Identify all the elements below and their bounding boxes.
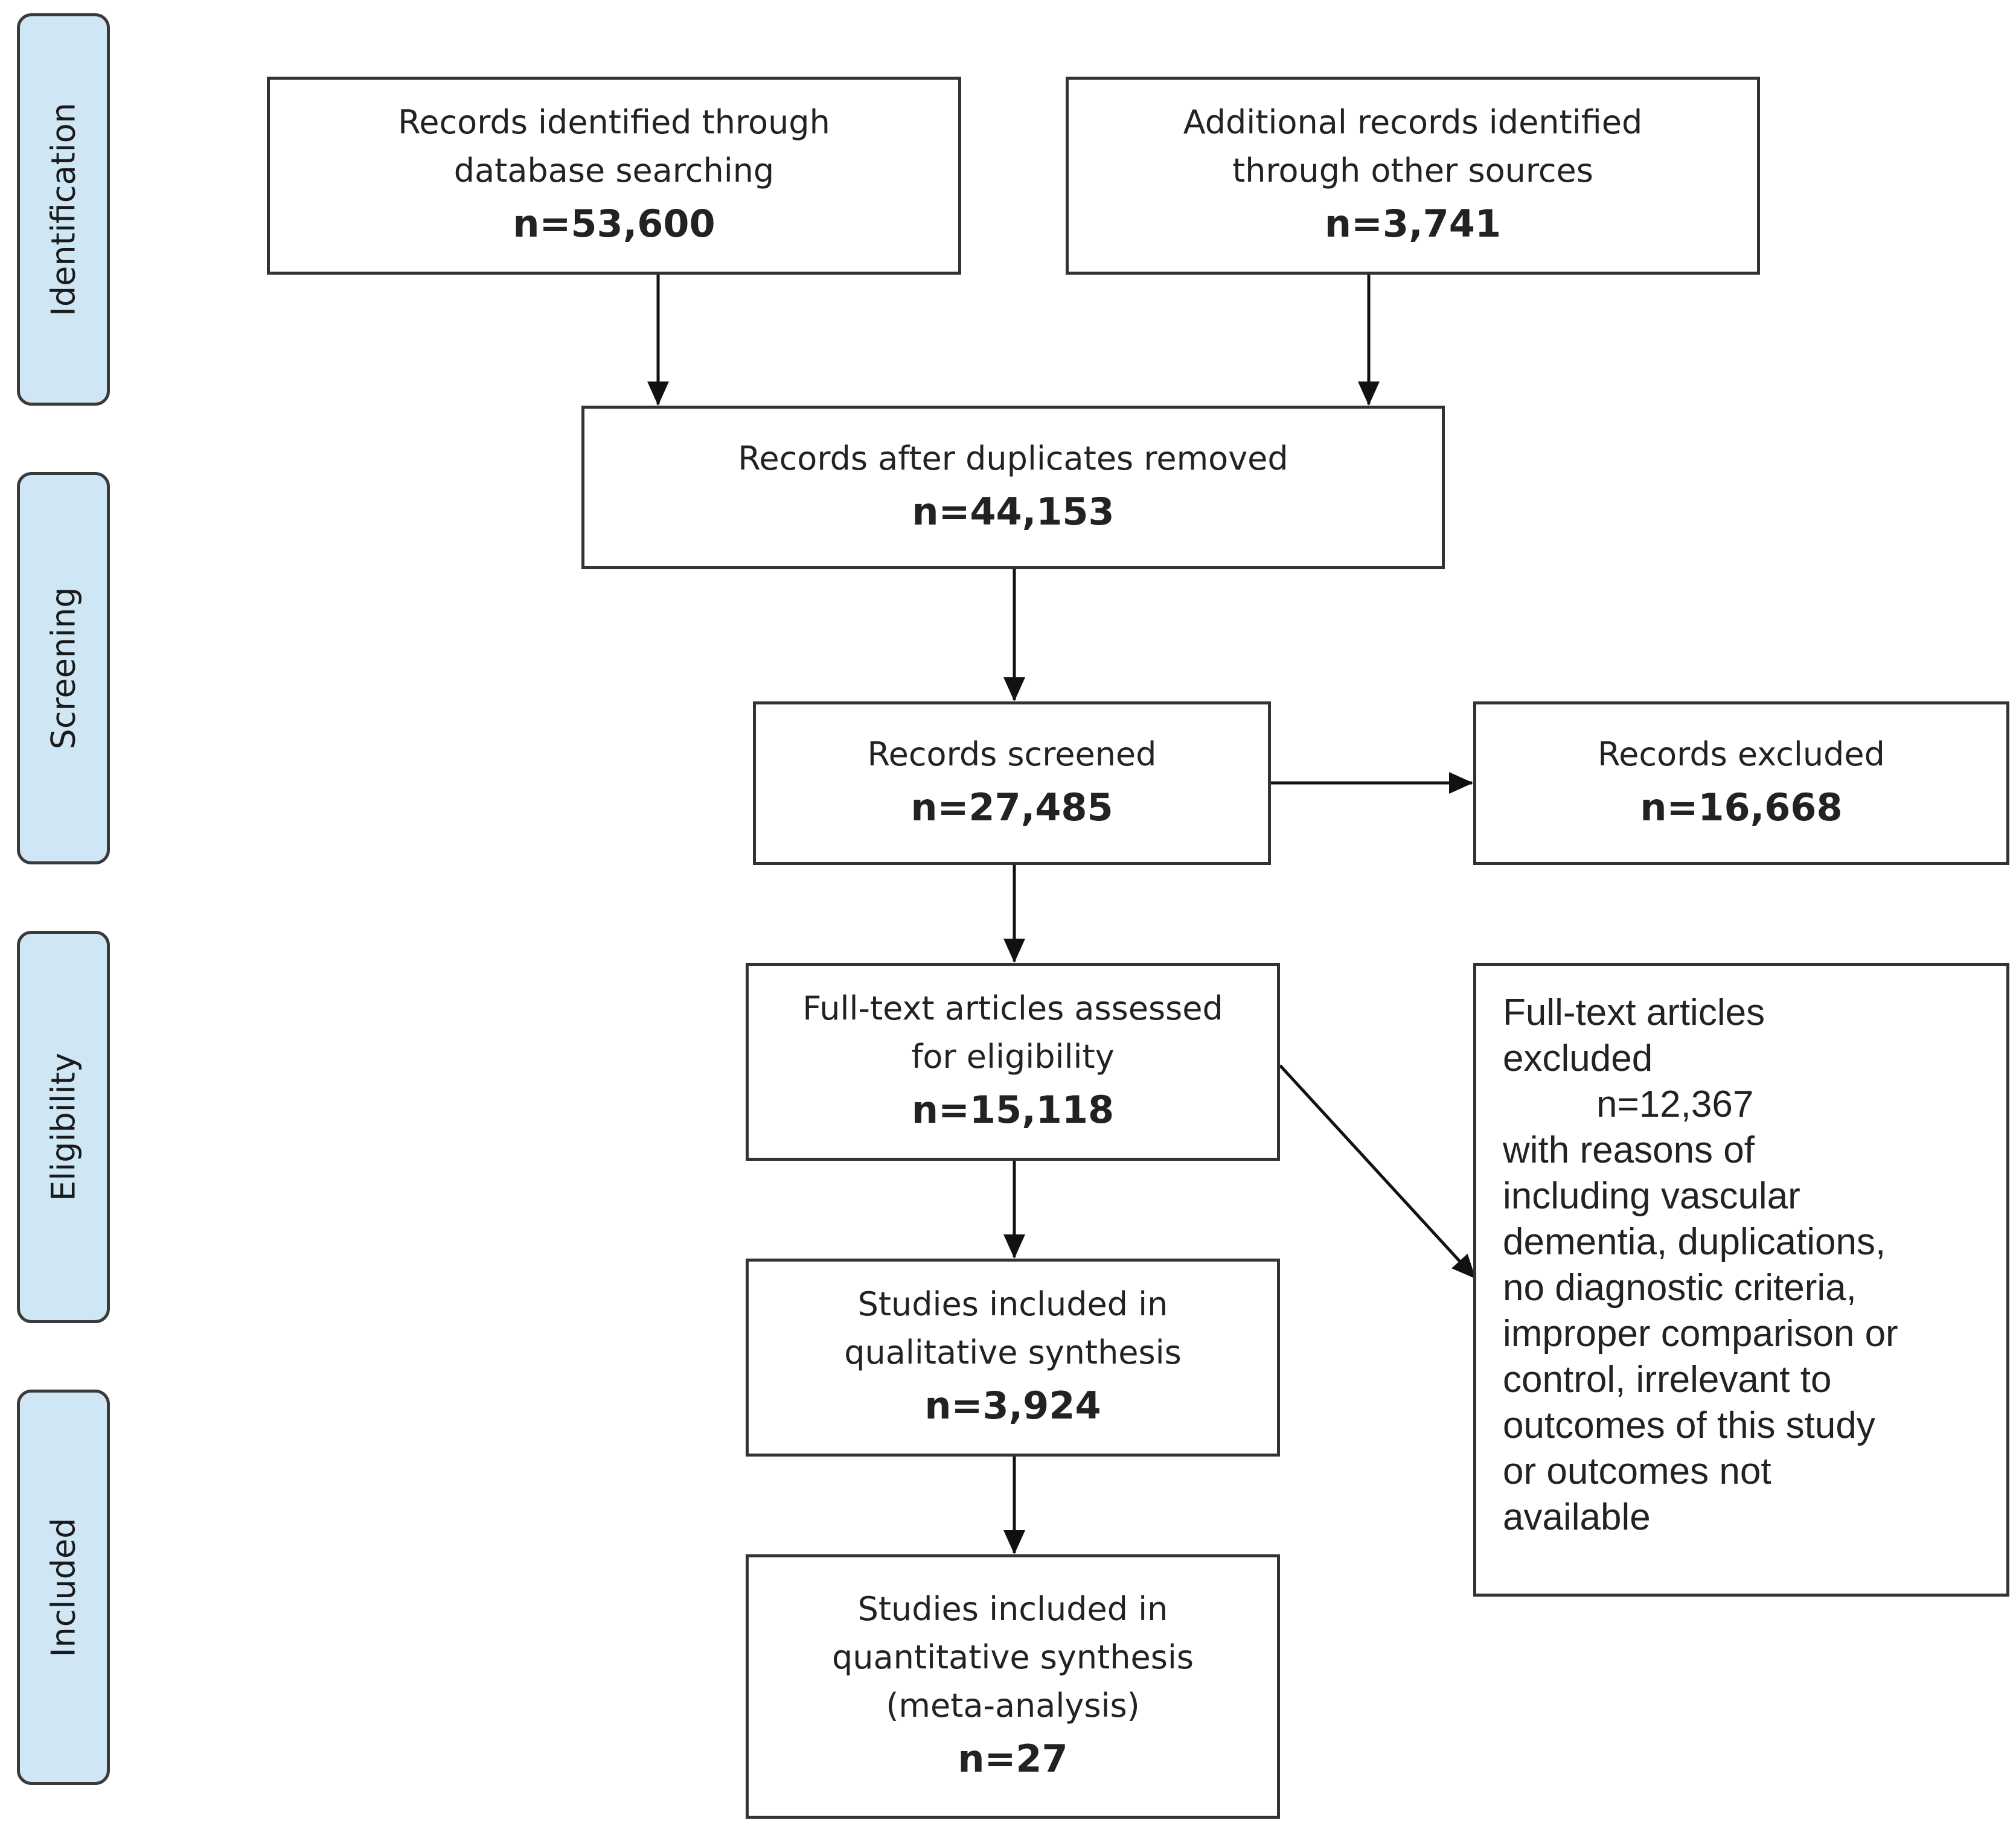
after-duplicates-label: Records after duplicates removed bbox=[738, 439, 1288, 477]
box-database-records: Records identified through database sear… bbox=[267, 77, 961, 275]
fulltext-excluded-label-line2: excluded bbox=[1503, 1038, 1653, 1079]
exclusion-reason-line: including vascular bbox=[1503, 1175, 1800, 1217]
quantitative-label-line1: Studies included in bbox=[857, 1590, 1168, 1628]
exclusion-reason-line: or outcomes not bbox=[1503, 1451, 1771, 1492]
qualitative-label-line1: Studies included in bbox=[857, 1285, 1168, 1323]
database-label-line2: database searching bbox=[453, 152, 775, 190]
other-sources-label-line1: Additional records identified bbox=[1183, 103, 1643, 141]
quantitative-count: n=27 bbox=[958, 1737, 1068, 1781]
stage-screening: Screening bbox=[17, 472, 110, 864]
box-fulltext-assessed: Full-text articles assessed for eligibil… bbox=[746, 963, 1280, 1161]
box-other-sources: Additional records identified through ot… bbox=[1066, 77, 1760, 275]
box-records-excluded: Records excluded n=16,668 bbox=[1473, 701, 2009, 865]
fulltext-assessed-label-line2: for eligibility bbox=[911, 1038, 1115, 1076]
exclusion-reason-line: available bbox=[1503, 1496, 1651, 1538]
exclusion-reason-line: no diagnostic criteria, bbox=[1503, 1267, 1857, 1309]
arrow-fulltext-to-fulltext-excluded bbox=[1279, 1064, 1476, 1279]
fulltext-excluded-label-line1: Full-text articles bbox=[1503, 992, 1765, 1033]
fulltext-assessed-count: n=15,118 bbox=[911, 1088, 1115, 1132]
exclusion-reason-line: dementia, duplications, bbox=[1503, 1221, 1886, 1263]
exclusion-reason-line: with reasons of bbox=[1503, 1129, 1755, 1171]
fulltext-assessed-label-line1: Full-text articles assessed bbox=[802, 989, 1223, 1027]
other-sources-label-line2: through other sources bbox=[1232, 152, 1593, 190]
box-qualitative-synthesis: Studies included in qualitative synthesi… bbox=[746, 1259, 1280, 1457]
stage-eligibility-label: Eligibility bbox=[44, 1053, 83, 1201]
qualitative-label-line2: qualitative synthesis bbox=[844, 1333, 1182, 1371]
box-after-duplicates: Records after duplicates removed n=44,15… bbox=[581, 406, 1445, 569]
exclusion-reason-line: outcomes of this study bbox=[1503, 1405, 1875, 1446]
stage-screening-label: Screening bbox=[44, 587, 83, 750]
fulltext-excluded-count: n=12,367 bbox=[1596, 1084, 1754, 1125]
qualitative-count: n=3,924 bbox=[924, 1384, 1101, 1428]
stage-identification-label: Identification bbox=[44, 102, 83, 317]
stage-eligibility: Eligibility bbox=[17, 931, 110, 1323]
screened-label: Records screened bbox=[867, 735, 1157, 773]
records-excluded-label: Records excluded bbox=[1598, 735, 1885, 773]
exclusion-reason-line: improper comparison or bbox=[1503, 1313, 1898, 1355]
screened-count: n=27,485 bbox=[910, 785, 1113, 829]
exclusion-reason-line: control, irrelevant to bbox=[1503, 1359, 1832, 1400]
stage-included: Included bbox=[17, 1390, 110, 1785]
after-duplicates-count: n=44,153 bbox=[912, 489, 1115, 534]
quantitative-label-line2: quantitative synthesis bbox=[832, 1638, 1194, 1676]
stage-included-label: Included bbox=[44, 1518, 83, 1657]
box-records-screened: Records screened n=27,485 bbox=[753, 701, 1271, 865]
box-quantitative-synthesis: Studies included in quantitative synthes… bbox=[746, 1554, 1280, 1819]
box-fulltext-excluded: Full-text articles excluded n=12,367 wit… bbox=[1473, 963, 2009, 1597]
database-label-line1: Records identified through bbox=[398, 103, 830, 141]
database-count: n=53,600 bbox=[513, 202, 715, 246]
quantitative-label-line3: (meta-analysis) bbox=[886, 1687, 1140, 1725]
records-excluded-count: n=16,668 bbox=[1640, 785, 1843, 829]
stage-identification: Identification bbox=[17, 13, 110, 406]
other-sources-count: n=3,741 bbox=[1324, 202, 1502, 246]
